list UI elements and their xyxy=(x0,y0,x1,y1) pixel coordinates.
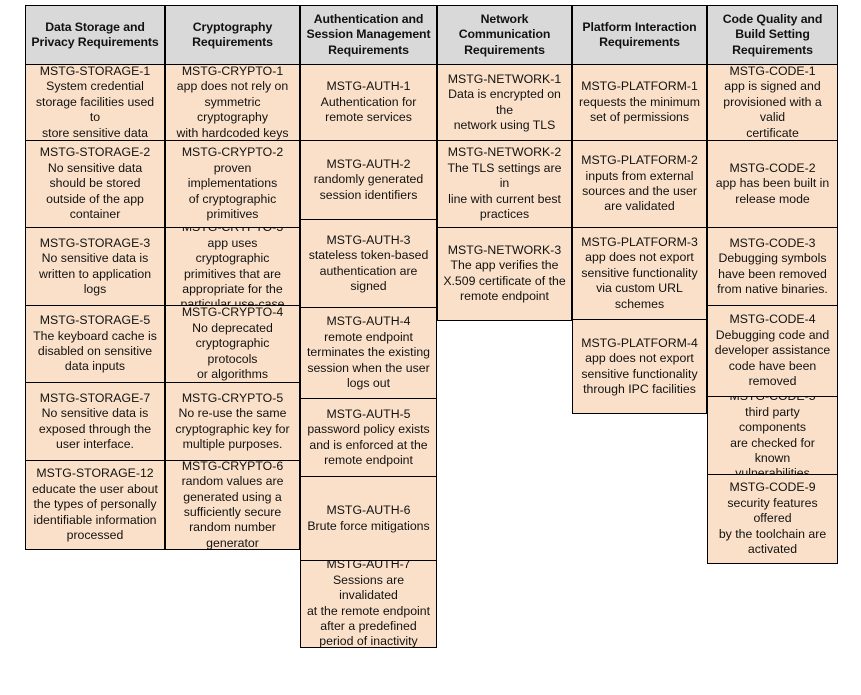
table-cell: MSTG-CRYPTO-1 app does not rely on symme… xyxy=(165,63,300,142)
column-header-authentication: Authentication and Session Management Re… xyxy=(300,5,437,65)
requirement-text: MSTG-CRYPTO-5 No re-use the same cryptog… xyxy=(175,390,290,451)
table-cell: MSTG-AUTH-2 randomly generated session i… xyxy=(300,140,437,220)
requirement-text: MSTG-STORAGE-5 The keyboard cache is dis… xyxy=(33,313,157,374)
requirement-text: MSTG-STORAGE-7 No sensitive data is expo… xyxy=(38,390,152,451)
table-cell: MSTG-CODE-3 Debugging symbols have been … xyxy=(707,226,838,307)
column-header-label: Authentication and Session Management Re… xyxy=(306,11,431,57)
table-cell: MSTG-PLATFORM-4 app does not export sens… xyxy=(572,319,707,414)
table-column-authentication: Authentication and Session Management Re… xyxy=(300,5,437,648)
requirement-text: MSTG-PLATFORM-1 requests the minimum set… xyxy=(579,79,700,125)
requirement-text: MSTG-NETWORK-2 The TLS settings are in l… xyxy=(447,145,562,222)
requirement-text: MSTG-AUTH-7 Sessions are invalidated at … xyxy=(306,559,431,648)
requirement-text: MSTG-AUTH-2 randomly generated session i… xyxy=(313,156,424,202)
table-cell: MSTG-CRYPTO-4 No deprecated cryptographi… xyxy=(165,305,300,383)
table-cell: MSTG-CRYPTO-5 No re-use the same cryptog… xyxy=(165,381,300,462)
column-header-network-communication: Network Communication Requirements xyxy=(437,5,572,65)
requirement-text: MSTG-CODE-2 app has been built in releas… xyxy=(715,160,830,206)
table-cell: MSTG-CRYPTO-6 random values are generate… xyxy=(165,460,300,550)
requirement-text: MSTG-STORAGE-3 No sensitive data is writ… xyxy=(38,235,152,296)
column-header-label: Code Quality and Build Setting Requireme… xyxy=(722,11,823,57)
table-cell: MSTG-CODE-1 app is signed and provisione… xyxy=(707,63,838,142)
column-header-cryptography: Cryptography Requirements xyxy=(165,5,300,65)
table-cell: MSTG-NETWORK-2 The TLS settings are in l… xyxy=(437,140,572,228)
requirement-text: MSTG-AUTH-5 password policy exists and i… xyxy=(307,406,430,467)
table-column-code-quality: Code Quality and Build Setting Requireme… xyxy=(707,5,838,564)
requirement-text: MSTG-STORAGE-1 System credential storage… xyxy=(35,63,155,140)
table-cell: MSTG-CODE-5 third party components are c… xyxy=(707,395,838,476)
requirement-text: MSTG-CRYPTO-4 No deprecated cryptographi… xyxy=(181,305,284,382)
requirement-text: MSTG-CRYPTO-3 app uses cryptographic pri… xyxy=(180,226,285,307)
requirement-text: MSTG-NETWORK-3 The app verifies the X.50… xyxy=(443,242,566,303)
requirement-text: MSTG-PLATFORM-4 app does not export sens… xyxy=(581,335,698,396)
requirement-text: MSTG-PLATFORM-3 app does not export sens… xyxy=(581,234,698,311)
table-cell: MSTG-STORAGE-12 educate the user about t… xyxy=(25,460,165,550)
requirement-text: MSTG-CRYPTO-1 app does not rely on symme… xyxy=(176,63,289,140)
requirement-text: MSTG-CODE-4 Debugging code and developer… xyxy=(714,312,831,389)
table-cell: MSTG-STORAGE-5 The keyboard cache is dis… xyxy=(25,305,165,383)
requirement-text: MSTG-AUTH-3 stateless token-based authen… xyxy=(308,232,429,293)
column-header-label: Data Storage and Privacy Requirements xyxy=(31,19,159,49)
table-cell: MSTG-AUTH-7 Sessions are invalidated at … xyxy=(300,559,437,648)
table-cell: MSTG-AUTH-4 remote endpoint terminates t… xyxy=(300,307,437,399)
table-cell: MSTG-STORAGE-2 No sensitive data should … xyxy=(25,140,165,228)
table-cell: MSTG-STORAGE-7 No sensitive data is expo… xyxy=(25,381,165,462)
requirement-text: MSTG-STORAGE-2 No sensitive data should … xyxy=(39,145,151,222)
column-header-platform-interaction: Platform Interaction Requirements xyxy=(572,5,707,65)
column-header-code-quality: Code Quality and Build Setting Requireme… xyxy=(707,5,838,65)
table-cell: MSTG-PLATFORM-1 requests the minimum set… xyxy=(572,63,707,142)
requirement-text: MSTG-NETWORK-1 Data is encrypted on the … xyxy=(447,71,562,132)
requirement-text: MSTG-AUTH-1 Authentication for remote se… xyxy=(320,79,417,125)
requirement-text: MSTG-CRYPTO-2 proven implementations of … xyxy=(181,145,284,222)
table-cell: MSTG-CODE-2 app has been built in releas… xyxy=(707,140,838,228)
table-cell: MSTG-AUTH-1 Authentication for remote se… xyxy=(300,63,437,142)
table-cell: MSTG-CRYPTO-3 app uses cryptographic pri… xyxy=(165,226,300,307)
requirement-text: MSTG-PLATFORM-2 inputs from external sou… xyxy=(581,153,698,214)
column-header-label: Network Communication Requirements xyxy=(458,11,551,57)
table-cell: MSTG-NETWORK-3 The app verifies the X.50… xyxy=(437,226,572,321)
requirement-text: MSTG-CODE-9 security features offered by… xyxy=(718,480,827,557)
requirement-text: MSTG-AUTH-6 Brute force mitigations xyxy=(307,503,430,533)
requirement-text: MSTG-CODE-5 third party components are c… xyxy=(729,395,816,476)
column-header-label: Cryptography Requirements xyxy=(192,19,273,49)
table-cell: MSTG-AUTH-6 Brute force mitigations xyxy=(300,476,437,561)
requirement-text: MSTG-CODE-3 Debugging symbols have been … xyxy=(717,235,828,296)
table-cell: MSTG-PLATFORM-3 app does not export sens… xyxy=(572,226,707,321)
table-cell: MSTG-CODE-4 Debugging code and developer… xyxy=(707,305,838,397)
requirement-text: MSTG-STORAGE-12 educate the user about t… xyxy=(32,466,158,543)
table-cell: MSTG-STORAGE-1 System credential storage… xyxy=(25,63,165,142)
table-cell: MSTG-AUTH-5 password policy exists and i… xyxy=(300,397,437,478)
table-cell: MSTG-AUTH-3 stateless token-based authen… xyxy=(300,218,437,309)
column-header-label: Platform Interaction Requirements xyxy=(582,19,697,49)
table-cell: MSTG-NETWORK-1 Data is encrypted on the … xyxy=(437,63,572,142)
table-cell: MSTG-CODE-9 security features offered by… xyxy=(707,474,838,564)
column-header-data-storage: Data Storage and Privacy Requirements xyxy=(25,5,165,65)
table-cell: MSTG-CRYPTO-2 proven implementations of … xyxy=(165,140,300,228)
requirement-text: MSTG-CODE-1 app is signed and provisione… xyxy=(723,63,822,140)
requirement-text: MSTG-AUTH-4 remote endpoint terminates t… xyxy=(306,314,431,391)
requirement-text: MSTG-CRYPTO-6 random values are generate… xyxy=(181,460,284,550)
table-cell: MSTG-STORAGE-3 No sensitive data is writ… xyxy=(25,226,165,307)
table-cell: MSTG-PLATFORM-2 inputs from external sou… xyxy=(572,140,707,228)
